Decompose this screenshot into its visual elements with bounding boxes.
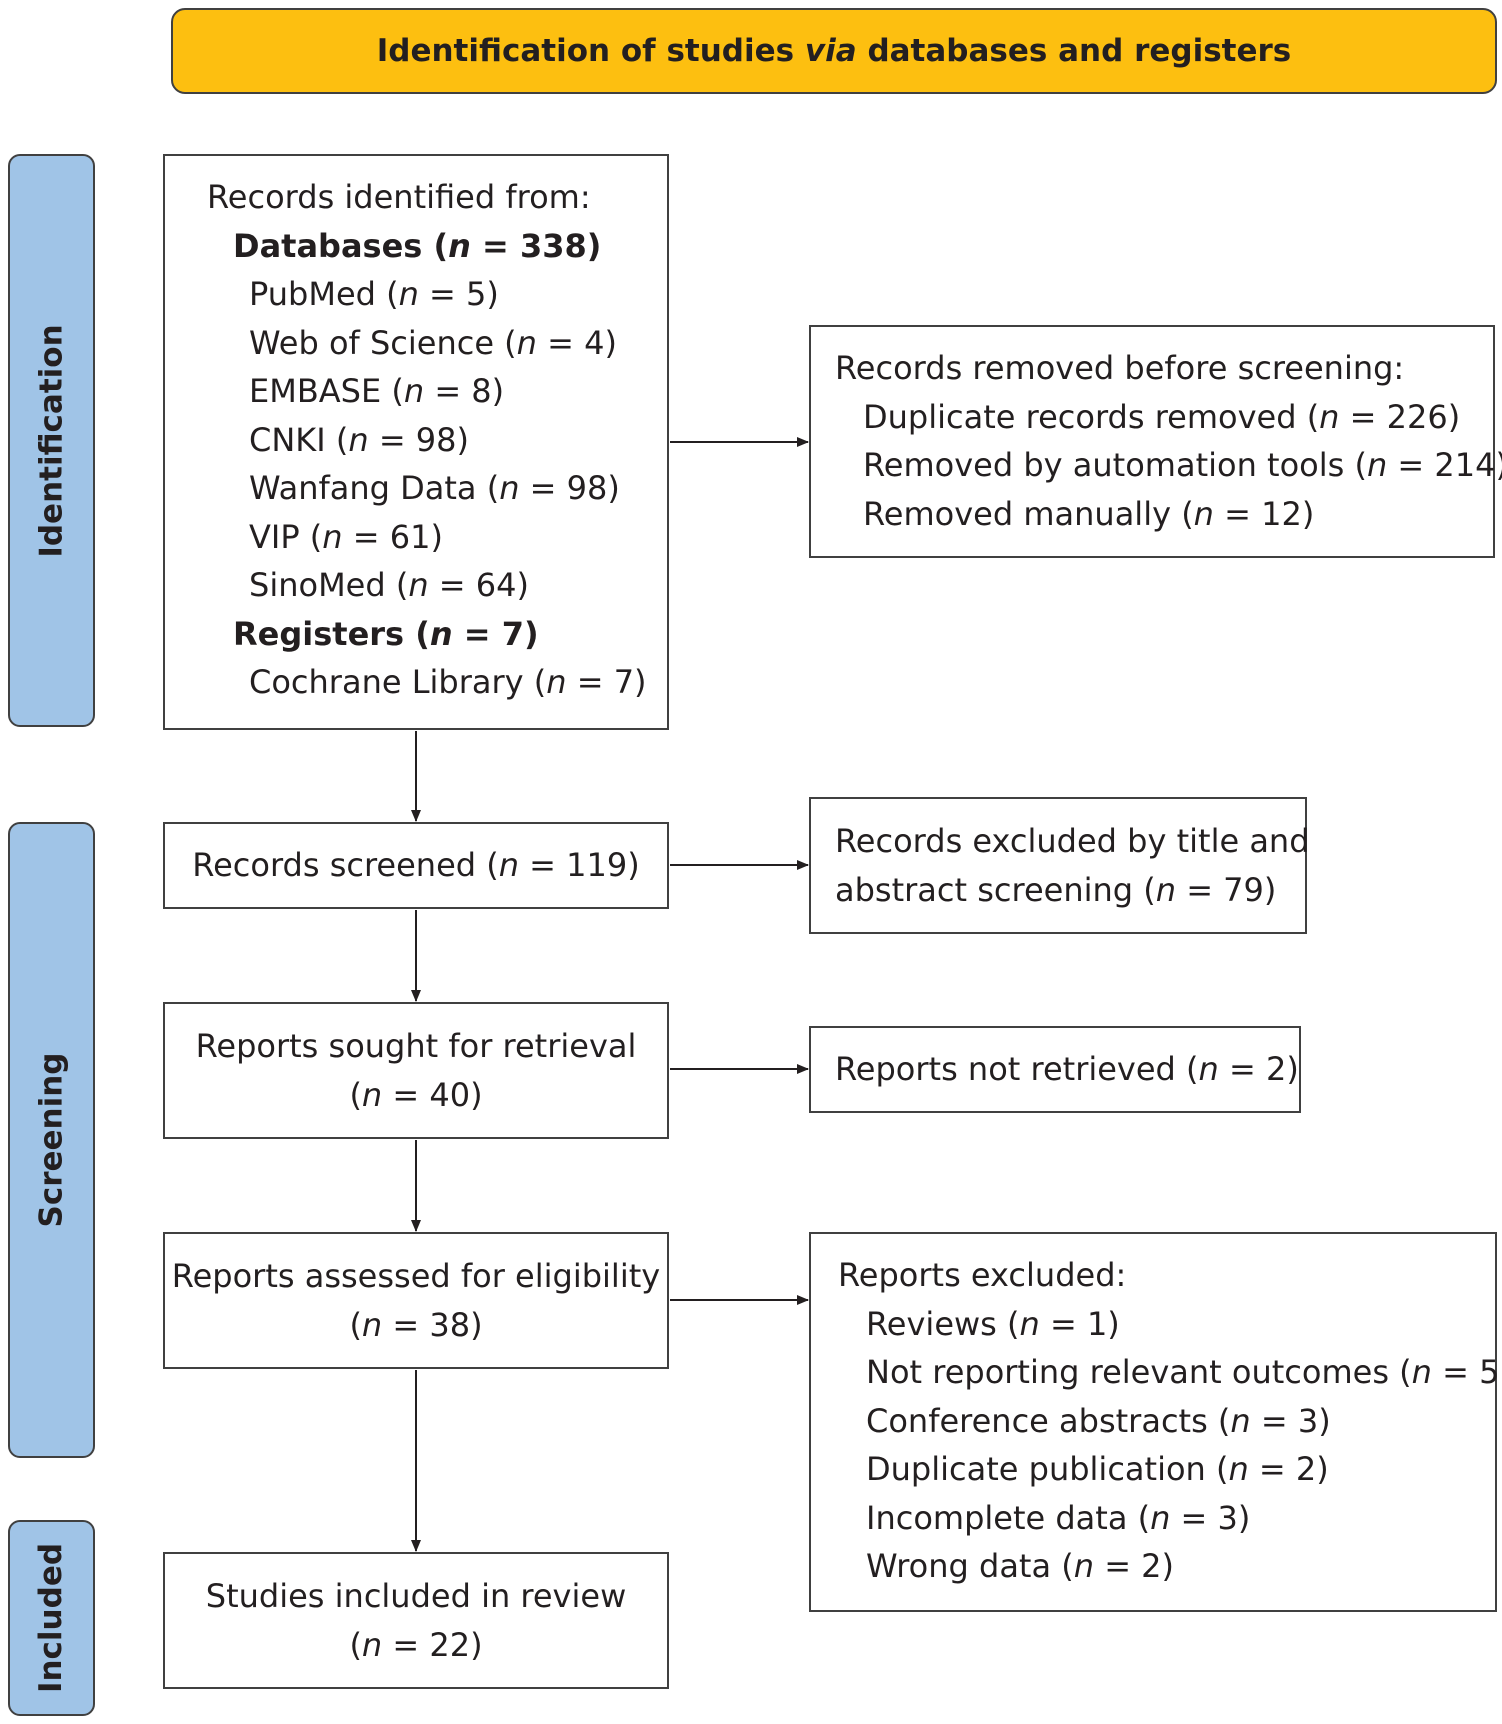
database-list: PubMed (n = 5) Web of Science (n = 4) EMBA…: [207, 270, 667, 610]
records-excluded-title-box: Records excluded by title and abstract s…: [809, 797, 1310, 934]
registers-line: Registers (n = 7): [233, 614, 539, 653]
screened-text: Records screened (n = 119): [192, 846, 640, 885]
phase-identification: Identification: [8, 154, 95, 727]
reports-sought-box: Reports sought for retrieval (n = 40): [163, 1002, 669, 1139]
database-item: EMBASE (n = 8): [249, 372, 505, 410]
reports-excluded-item: Reviews (n = 1): [866, 1304, 1120, 1343]
reports-not-retrieved-box: Reports not retrieved (n = 2): [809, 1026, 1301, 1113]
reports-excluded-item: Duplicate publication (n = 2): [866, 1450, 1329, 1488]
reports-excluded-item: Conference abstracts (n = 3): [866, 1401, 1331, 1440]
reports-excluded-list: Reviews (n = 1) Not reporting relevant ou…: [838, 1300, 1502, 1591]
phase-included: Included: [8, 1520, 95, 1716]
header-title: Identification of studies via databases …: [376, 33, 1292, 69]
records-screened-box: Records screened (n = 119): [163, 822, 669, 909]
register-item: Cochrane Library (n = 7): [249, 663, 647, 701]
header-banner: Identification of studies via databases …: [171, 8, 1497, 94]
database-item: SinoMed (n = 64): [249, 566, 529, 604]
excluded-title-line1: Records excluded by title and: [835, 822, 1310, 860]
database-item: Wanfang Data (n = 98): [249, 469, 620, 507]
identified-heading: Records identified from:: [207, 178, 591, 216]
reports-assessed-box: Reports assessed for eligibility (n = 38…: [163, 1232, 669, 1369]
studies-included-box: Studies included in review (n = 22): [163, 1552, 669, 1689]
included-line1: Studies included in review: [205, 1577, 627, 1615]
assessed-line2: (n = 38): [349, 1305, 483, 1344]
sought-line1: Reports sought for retrieval: [195, 1027, 637, 1065]
database-item: Web of Science (n = 4): [249, 323, 617, 362]
records-removed-box: Records removed before screening: Duplic…: [809, 325, 1502, 558]
phase-screening: Screening: [8, 822, 95, 1458]
databases-line: Databases (n = 338): [233, 226, 602, 265]
sought-line2: (n = 40): [349, 1075, 483, 1114]
reports-excluded-box: Reports excluded: Reviews (n = 1) Not rep…: [809, 1232, 1502, 1612]
assessed-line1: Reports assessed for eligibility: [171, 1257, 661, 1295]
reports-excluded-item: Not reporting relevant outcomes (n = 5): [866, 1353, 1502, 1391]
not-retrieved-text: Reports not retrieved (n = 2): [835, 1050, 1299, 1089]
removed-item: Duplicate records removed (n = 226): [863, 397, 1461, 436]
excluded-title-line2: abstract screening (n = 79): [835, 870, 1277, 909]
removed-item: Removed by automation tools (n = 214): [863, 446, 1502, 484]
database-item: VIP (n = 61): [249, 517, 443, 556]
reports-excluded-item: Incomplete data (n = 3): [866, 1498, 1251, 1537]
removed-heading: Records removed before screening:: [835, 349, 1405, 387]
records-identified-box: Records identified from: Databases (n = …: [163, 154, 669, 730]
removed-list: Duplicate records removed (n = 226) Remov…: [835, 393, 1502, 539]
register-list: Cochrane Library (n = 7): [207, 658, 667, 707]
reports-excluded-heading: Reports excluded:: [838, 1256, 1127, 1294]
included-line2: (n = 22): [349, 1625, 483, 1664]
database-item: CNKI (n = 98): [249, 420, 469, 459]
removed-item: Removed manually (n = 12): [863, 494, 1315, 533]
reports-excluded-item: Wrong data (n = 2): [866, 1547, 1175, 1585]
database-item: PubMed (n = 5): [249, 275, 499, 313]
